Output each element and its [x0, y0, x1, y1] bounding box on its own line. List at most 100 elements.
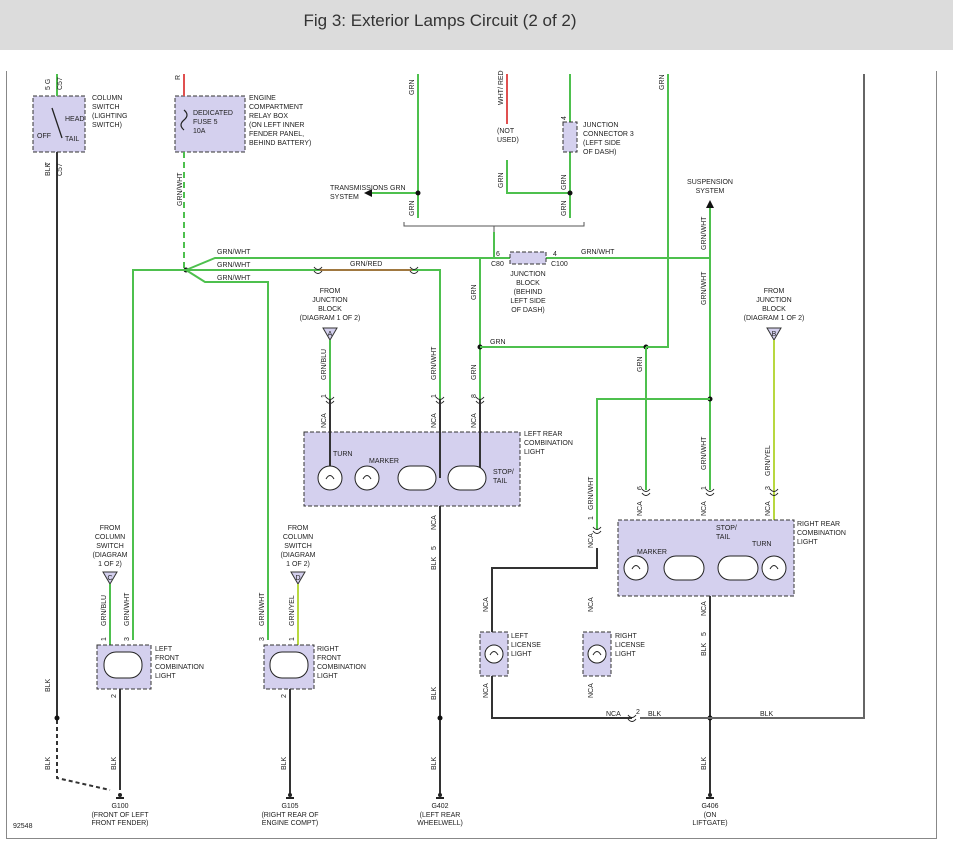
right-front-label: RIGHT: [317, 646, 340, 653]
wire-grn: [646, 74, 669, 348]
bulb-icon: [447, 465, 487, 491]
wire-grn-wht: [185, 257, 710, 271]
wire-grn-wht: [596, 398, 710, 530]
pin-label: 3: [124, 637, 131, 641]
connector-ref-letter: A: [328, 331, 333, 338]
ground-location: (ON: [704, 812, 717, 819]
lamp-label-turn: TURN: [333, 451, 352, 458]
pin-label: 6: [637, 486, 644, 490]
right-license-label: LICENSE: [615, 642, 645, 649]
pin-label: 2: [281, 694, 288, 698]
junction-connector-box: [562, 121, 578, 153]
fuse-label: DEDICATED: [193, 110, 233, 117]
ground-point: [118, 793, 122, 797]
right-rear-label: RIGHT REAR: [797, 521, 840, 528]
lamp-label-stop-tail: STOP/: [493, 469, 514, 476]
bracket: [403, 222, 585, 232]
pin-label: 5: [431, 546, 438, 550]
connector-icon: [641, 488, 651, 496]
from-column-switch-d-label: COLUMN: [283, 534, 313, 541]
junction-connector-label: CONNECTOR 3: [583, 131, 634, 138]
left-rear-label: COMBINATION: [524, 440, 573, 447]
wire-label: GRN: [409, 200, 416, 216]
arrow-icon: [364, 189, 372, 197]
ground-location: WHEELWELL): [417, 820, 463, 827]
switch-position-off: OFF: [37, 133, 51, 140]
wire-label: NCA: [483, 597, 490, 612]
right-front-label: COMBINATION: [317, 664, 366, 671]
column-switch-label: (LIGHTING: [92, 113, 127, 120]
wire-label: GRN: [498, 172, 505, 188]
splice-dot: [437, 715, 443, 721]
wire-label: GRN: [637, 356, 644, 372]
left-license-label: LEFT: [511, 633, 529, 640]
switch-position-head: HEAD: [65, 116, 84, 123]
wire-label: BLK: [701, 756, 708, 770]
wire-label: GRN: [471, 284, 478, 300]
ground-location: ENGINE COMPT): [262, 820, 318, 827]
connector-id: C57: [57, 163, 64, 176]
column-switch-label: SWITCH): [92, 122, 122, 129]
wire-blk-dashed: [56, 720, 111, 791]
wire-label: GRN: [659, 74, 666, 90]
junction-block-box: [509, 251, 547, 265]
filament-icon: [631, 565, 641, 570]
right-rear-label: COMBINATION: [797, 530, 846, 537]
pin-label: 5 G: [45, 79, 52, 90]
lamp-label-stop-tail: TAIL: [493, 478, 507, 485]
transmission-label: SYSTEM: [330, 194, 359, 201]
ground-location: (FRONT OF LEFT: [91, 812, 149, 819]
from-junction-block-a-label: FROM: [320, 288, 341, 295]
from-column-switch-d-label: 1 OF 2): [286, 561, 310, 568]
lamp-label-turn: TURN: [752, 541, 771, 548]
left-front-label: LEFT: [155, 646, 173, 653]
wire-label: R: [175, 75, 182, 80]
wire-blk: [491, 548, 632, 719]
not-used-label: (NOT: [497, 128, 515, 135]
wire-label: GRN/WHT: [701, 271, 708, 305]
splice-dot: [567, 190, 573, 196]
wire-label: NCA: [701, 501, 708, 516]
wire-label: NCA: [431, 515, 438, 530]
connector-icon: [592, 526, 602, 534]
column-switch-box: [32, 95, 86, 153]
junction-connector-label: (LEFT SIDE: [583, 140, 621, 147]
pin-label: 8: [471, 394, 478, 398]
wire-label: GRN: [561, 200, 568, 216]
relay-box-label: (ON LEFT INNER: [249, 122, 305, 129]
column-switch-label: COLUMN: [92, 95, 122, 102]
page-title: Fig 3: Exterior Lamps Circuit (2 of 2): [303, 11, 577, 30]
from-junction-block-b-label: BLOCK: [762, 306, 786, 313]
title-bar: Fig 3: Exterior Lamps Circuit (2 of 2): [0, 0, 953, 50]
ground-id: G105: [281, 803, 298, 810]
wire-grn-wht: [185, 269, 269, 640]
pin-label: 6: [496, 251, 500, 258]
wire-label: BLK: [45, 756, 52, 770]
wire-label: GRN: [471, 364, 478, 380]
connector-ref-letter: C: [107, 575, 112, 582]
connector-id: C57: [57, 77, 64, 90]
junction-block-label: (BEHIND: [514, 289, 543, 296]
splice-dot: [415, 190, 421, 196]
connector-id: C100: [551, 261, 568, 268]
from-column-switch-d-label: FROM: [288, 525, 309, 532]
connector-icon: [313, 266, 323, 274]
wire-label: BLK: [760, 711, 774, 718]
right-license-label: LIGHT: [615, 651, 636, 658]
bulb-icon: [663, 555, 705, 581]
wire-label: GRN: [490, 339, 506, 346]
ground-location: FRONT FENDER): [91, 820, 148, 827]
left-rear-label: LIGHT: [524, 449, 545, 456]
lamp-label-marker: MARKER: [369, 458, 399, 465]
transmission-label: TRANSMISSIONS: [330, 185, 388, 192]
filament-icon: [489, 651, 499, 656]
wire-label: GRN/WHT: [217, 262, 251, 269]
from-column-switch-d-label: (DIAGRAM: [281, 552, 316, 559]
wire-grn-wht: [132, 269, 186, 640]
from-column-switch-c-label: 1 OF 2): [98, 561, 122, 568]
pin-label: 1: [701, 486, 708, 490]
relay-box-label: ENGINE: [249, 95, 276, 102]
from-junction-block-a-label: JUNCTION: [312, 297, 347, 304]
wire-label: GRN/RED: [350, 261, 382, 268]
pin-label: 5: [701, 632, 708, 636]
